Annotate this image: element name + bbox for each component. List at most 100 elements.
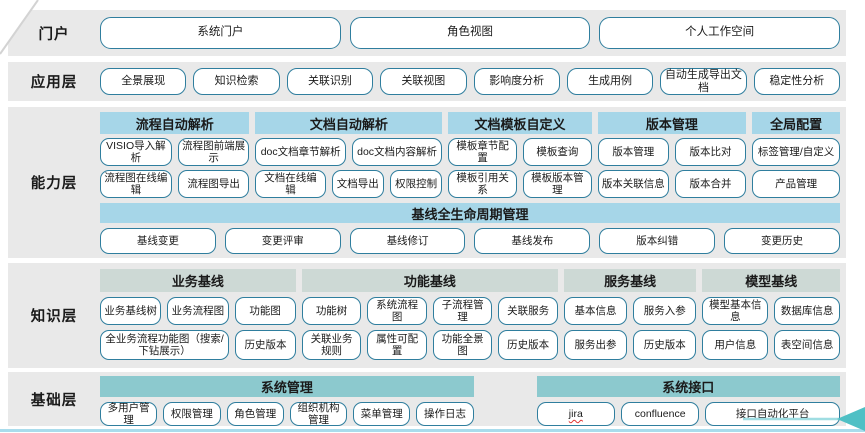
group-header: 文档模板自定义 — [448, 112, 592, 134]
feature-button[interactable]: 流程图导出 — [177, 170, 250, 198]
layer-band-application: 应用层 全景展现知识检索关联识别关联视图影响度分析生成用例自动生成导出文档稳定性… — [8, 62, 846, 101]
left-arrow-icon — [743, 407, 865, 431]
group-header: 功能基线 — [301, 269, 558, 292]
layer-band-knowledge: 知识层 业务基线 业务基线树业务流程图功能图 全业务流程功能图（搜索/下钻展示）… — [8, 263, 846, 368]
feature-button[interactable]: 业务基线树 — [100, 297, 162, 325]
feature-button[interactable]: 用户信息 — [702, 330, 769, 360]
feature-button[interactable]: 历史版本 — [498, 330, 558, 360]
feature-button[interactable]: 模板版本管理 — [523, 170, 592, 198]
feature-button[interactable]: 关联视图 — [380, 68, 467, 95]
feature-button[interactable]: 生成用例 — [566, 68, 654, 95]
feature-button[interactable]: 稳定性分析 — [753, 68, 840, 95]
feature-button[interactable]: confluence — [620, 402, 700, 426]
feature-button[interactable]: 版本管理 — [597, 138, 669, 166]
portal-buttons: 系统门户角色视图个人工作空间 — [100, 10, 846, 56]
group-service-baseline: 服务基线 基本信息服务入参 服务出参历史版本 — [563, 269, 697, 361]
feature-button[interactable]: 功能全景图 — [432, 330, 493, 360]
group-header: 系统管理 — [100, 376, 474, 397]
feature-button[interactable]: 自动生成导出文档 — [660, 68, 747, 95]
feature-button[interactable]: 基线修订 — [349, 228, 466, 254]
feature-button[interactable]: 关联服务 — [498, 297, 558, 325]
feature-button[interactable]: 模板章节配置 — [448, 138, 517, 166]
group-system-mgmt: 系统管理 多用户管理权限管理角色管理组织机构管理菜单管理操作日志 — [100, 376, 474, 426]
feature-button[interactable]: 系统流程图 — [367, 297, 427, 325]
feature-button[interactable]: 标签管理/自定义 — [752, 138, 841, 166]
feature-button[interactable]: 关联业务规则 — [301, 330, 362, 360]
layer-label-capability: 能力层 — [30, 176, 78, 192]
group-header: 模型基线 — [702, 269, 840, 292]
baseline-buttons: 基线变更变更评审基线修订基线发布版本纠错变更历史 — [100, 228, 840, 254]
feature-button[interactable]: 个人工作空间 — [599, 17, 841, 49]
feature-button[interactable]: 系统门户 — [100, 17, 341, 49]
feature-button[interactable]: 知识检索 — [193, 68, 280, 95]
group-header: 系统接口 — [536, 376, 840, 397]
feature-button[interactable]: 全景展现 — [100, 68, 187, 95]
feature-button[interactable]: 业务流程图 — [167, 297, 229, 325]
feature-button[interactable]: 影响度分析 — [473, 68, 560, 95]
feature-button[interactable]: 版本比对 — [674, 138, 747, 166]
feature-button[interactable]: 变更历史 — [724, 228, 840, 254]
feature-button[interactable]: 模板查询 — [523, 138, 592, 166]
group-header: 文档自动解析 — [255, 112, 443, 134]
feature-button[interactable]: 流程图在线编辑 — [100, 170, 172, 198]
feature-button[interactable]: 属性可配置 — [367, 330, 427, 360]
layer-label-portal: 门户 — [38, 26, 70, 43]
layer-label-foundation: 基础层 — [30, 392, 78, 409]
baseline-lifecycle-header: 基线全生命周期管理 — [100, 203, 840, 223]
feature-button[interactable]: 功能图 — [234, 297, 296, 325]
feature-button[interactable]: 菜单管理 — [353, 402, 411, 426]
feature-button[interactable]: jira — [536, 402, 615, 426]
feature-button[interactable]: 版本关联信息 — [597, 170, 669, 198]
feature-button[interactable]: 权限管理 — [163, 402, 221, 426]
feature-button[interactable]: 模板引用关系 — [448, 170, 517, 198]
feature-button[interactable]: 角色视图 — [349, 17, 591, 49]
feature-button[interactable]: 表空间信息 — [774, 330, 841, 360]
bottom-accent-line — [0, 429, 865, 432]
feature-button[interactable]: 关联识别 — [286, 68, 374, 95]
feature-button[interactable]: 历史版本 — [633, 330, 697, 360]
feature-button[interactable]: 文档导出 — [331, 170, 384, 198]
feature-button[interactable]: 产品管理 — [752, 170, 841, 198]
group-process-parsing: 流程自动解析 VISIO导入解析流程图前端展示 流程图在线编辑流程图导出 — [100, 112, 250, 198]
group-header: 业务基线 — [100, 269, 296, 292]
group-header: 流程自动解析 — [100, 112, 250, 134]
group-global-config: 全局配置 标签管理/自定义 产品管理 — [752, 112, 841, 198]
feature-button[interactable]: 变更评审 — [224, 228, 341, 254]
feature-button[interactable]: VISIO导入解析 — [100, 138, 172, 166]
group-function-baseline: 功能基线 功能树系统流程图子流程管理关联服务 关联业务规则属性可配置功能全景图历… — [301, 269, 558, 361]
feature-button[interactable]: 服务出参 — [563, 330, 628, 360]
feature-button[interactable]: 子流程管理 — [432, 297, 493, 325]
feature-button[interactable]: 组织机构管理 — [289, 402, 348, 426]
application-buttons: 全景展现知识检索关联识别关联视图影响度分析生成用例自动生成导出文档稳定性分析 — [100, 62, 846, 101]
feature-button[interactable]: 版本合并 — [674, 170, 747, 198]
feature-button[interactable]: 基本信息 — [563, 297, 628, 325]
feature-button[interactable]: 基线变更 — [100, 228, 216, 254]
feature-button[interactable]: 多用户管理 — [100, 402, 158, 426]
feature-button[interactable]: 权限控制 — [389, 170, 443, 198]
layer-label-application: 应用层 — [30, 75, 78, 91]
feature-button[interactable]: 数据库信息 — [774, 297, 841, 325]
feature-button[interactable]: 历史版本 — [235, 330, 296, 360]
feature-button[interactable]: doc文档内容解析 — [351, 138, 443, 166]
feature-button[interactable]: 模型基本信息 — [702, 297, 769, 325]
feature-button[interactable]: 功能树 — [301, 297, 362, 325]
feature-button[interactable]: 全业务流程功能图（搜索/下钻展示） — [100, 330, 230, 360]
feature-button[interactable]: 操作日志 — [416, 402, 474, 426]
feature-button[interactable]: 文档在线编辑 — [255, 170, 326, 198]
feature-button[interactable]: 服务入参 — [633, 297, 697, 325]
page-corner-decoration — [0, 0, 39, 55]
group-business-baseline: 业务基线 业务基线树业务流程图功能图 全业务流程功能图（搜索/下钻展示）历史版本 — [100, 269, 296, 361]
feature-button[interactable]: 版本纠错 — [599, 228, 716, 254]
feature-button[interactable]: 接口自动化平台 — [705, 402, 840, 426]
group-model-baseline: 模型基线 模型基本信息数据库信息 用户信息表空间信息 — [702, 269, 841, 361]
group-header: 全局配置 — [752, 112, 841, 134]
feature-button[interactable]: 流程图前端展示 — [177, 138, 250, 166]
feature-button[interactable]: 角色管理 — [226, 402, 284, 426]
feature-button[interactable]: doc文档章节解析 — [255, 138, 346, 166]
group-doc-template: 文档模板自定义 模板章节配置模板查询 模板引用关系模板版本管理 — [448, 112, 592, 198]
feature-button[interactable]: 基线发布 — [474, 228, 591, 254]
layer-band-foundation: 基础层 系统管理 多用户管理权限管理角色管理组织机构管理菜单管理操作日志 系统接… — [8, 372, 846, 426]
group-header: 服务基线 — [563, 269, 697, 292]
layer-band-portal: 门户 系统门户角色视图个人工作空间 — [8, 10, 846, 56]
layer-band-capability: 能力层 流程自动解析 VISIO导入解析流程图前端展示 流程图在线编辑流程图导出… — [8, 107, 846, 258]
